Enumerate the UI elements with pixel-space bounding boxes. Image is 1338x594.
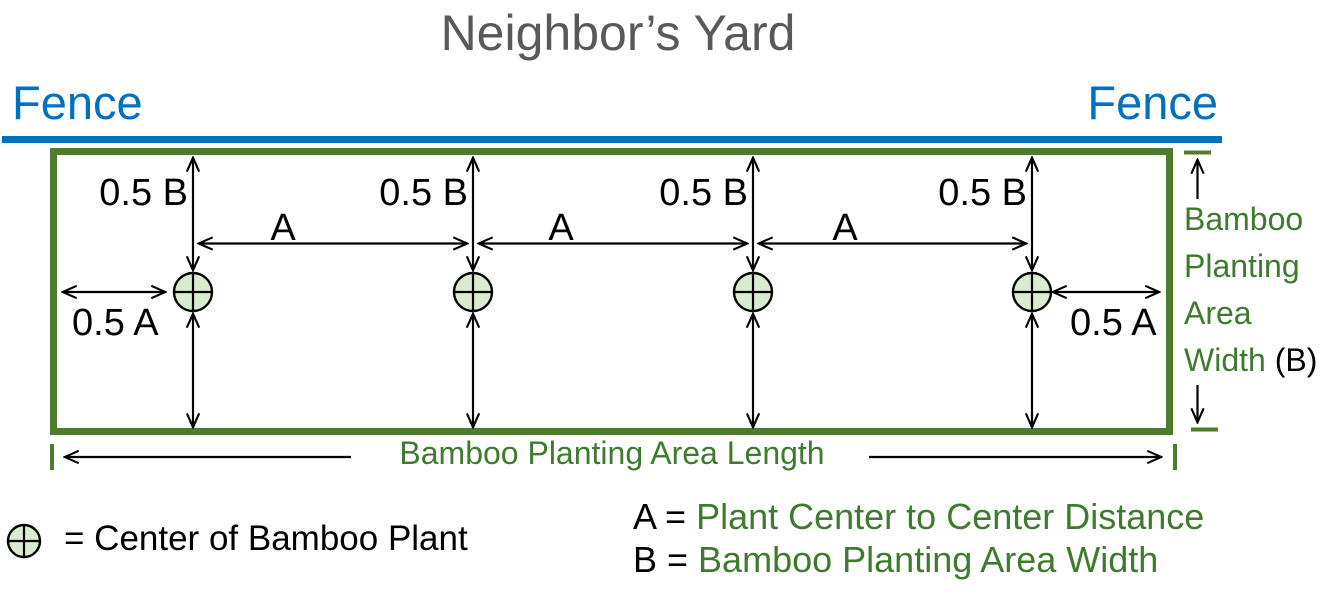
half-a-label-right: 0.5 A — [1070, 302, 1157, 344]
planting-area-length-label: Bamboo Planting Area Length — [399, 435, 825, 471]
plant-marker-3 — [732, 271, 774, 313]
fence-label-right: Fence — [1087, 76, 1218, 129]
planting-area-width-label: Bamboo Planting Area Width (B) — [1184, 196, 1317, 384]
half-b-label-4: 0.5 B — [938, 172, 1027, 214]
plant-marker-1 — [172, 271, 214, 313]
planting-area-border — [50, 148, 1173, 435]
half-b-label-1: 0.5 B — [99, 172, 188, 214]
plant-center-legend-text: = Center of Bamboo Plant — [64, 519, 468, 558]
plant-marker-4 — [1011, 271, 1053, 313]
width-label-line1: Bamboo — [1184, 201, 1304, 237]
plant-center-legend-icon — [6, 523, 42, 559]
half-a-label-left: 0.5 A — [72, 302, 159, 344]
width-symbol: (B) — [1274, 342, 1318, 378]
a-label-1: A — [270, 207, 296, 249]
fence-label-left: Fence — [12, 76, 143, 129]
half-b-label-3: 0.5 B — [659, 172, 748, 214]
width-label-line4: Width (B) — [1184, 342, 1318, 378]
legend-a-text: Plant Center to Center Distance — [696, 496, 1205, 537]
width-label-line3: Area — [1184, 295, 1252, 331]
legend-a-prefix: A = — [633, 496, 697, 537]
plant-marker-2 — [452, 271, 494, 313]
legend-b-text: Bamboo Planting Area Width — [698, 539, 1159, 580]
a-label-2: A — [548, 207, 574, 249]
width-label-line2: Planting — [1184, 248, 1300, 284]
legend-b-definition: B = Bamboo Planting Area Width — [633, 542, 1158, 578]
legend-b-prefix: B = — [633, 539, 699, 580]
diagram-title: Neighbor’s Yard — [440, 5, 796, 61]
a-label-3: A — [832, 207, 858, 249]
legend-a-definition: A = Plant Center to Center Distance — [633, 499, 1204, 535]
half-b-label-2: 0.5 B — [379, 172, 468, 214]
